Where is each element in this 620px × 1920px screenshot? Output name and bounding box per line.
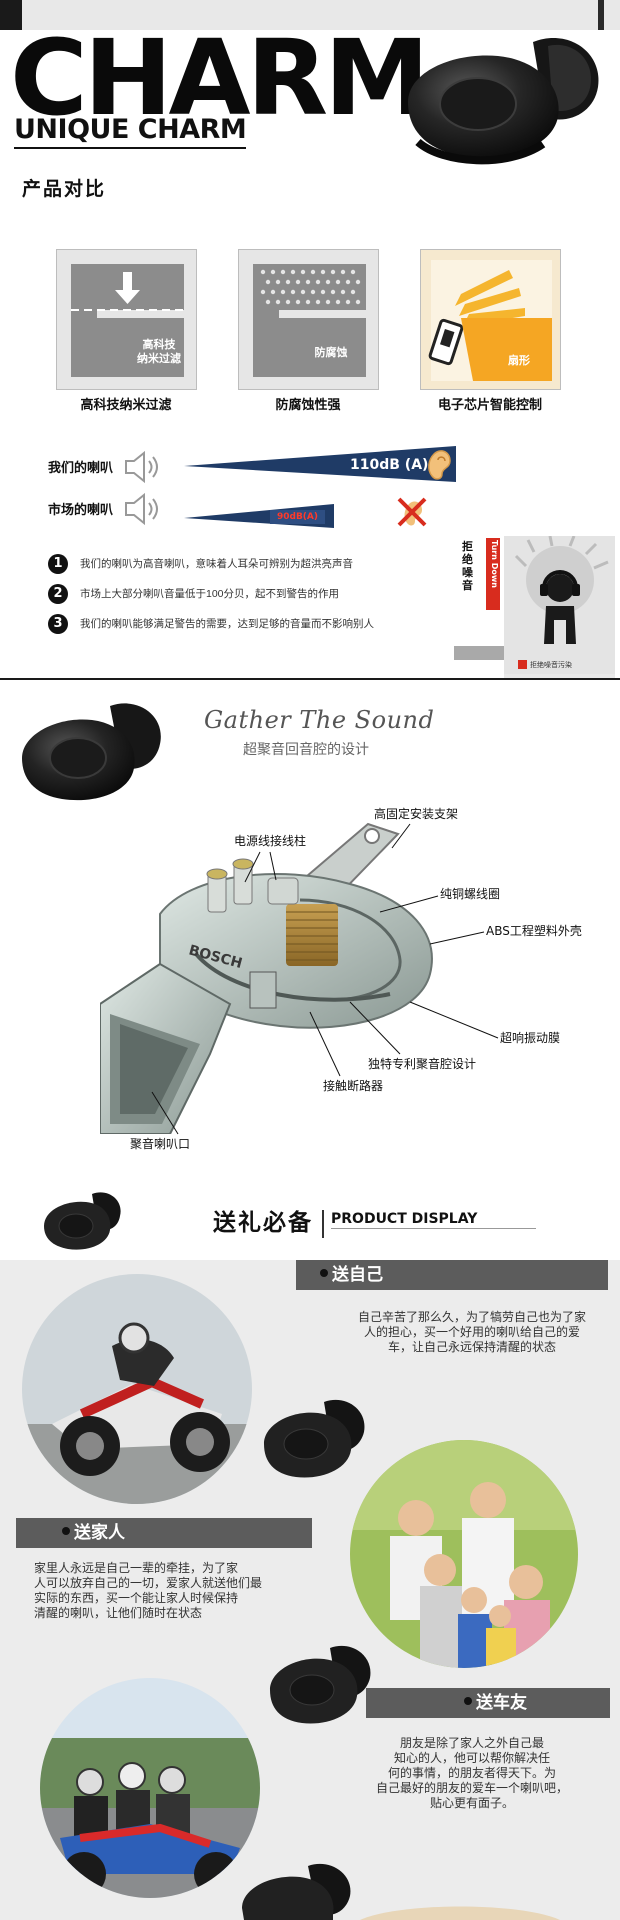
- callout-mouth: 聚音喇叭口: [130, 1137, 191, 1151]
- ear-icon: [428, 450, 451, 480]
- banner-for-self-label: 送自己: [332, 1265, 383, 1285]
- turn-down-red-strip: [486, 538, 500, 610]
- for-friend-line-4: 自己最好的朋友的爱车一个喇叭吧，: [375, 1781, 568, 1795]
- unique-charm-subtitle: UNIQUE CHARM: [14, 114, 247, 145]
- riders-photo: [40, 1678, 260, 1898]
- noise-rejection-image: 拒绝噪音污染: [504, 536, 615, 678]
- for-friend-line-1: 朋友是除了家人之外自己最: [399, 1736, 544, 1750]
- speaker-icon-ours: [125, 450, 158, 484]
- filter-icon: [57, 250, 196, 389]
- for-friend-line-5: 贴心更有面子。: [429, 1796, 514, 1810]
- gift-display-section: 送礼必备 PRODUCT DISPLAY 送自己 自己辛苦了那么久，为了犒劳自己…: [0, 1182, 620, 1920]
- feature-card-chip: 扇形: [420, 249, 561, 390]
- top-bar: [0, 0, 620, 30]
- horn-display-image-1: [264, 1399, 365, 1478]
- for-self-paragraph: 自己辛苦了那么久，为了犒劳自己也为了家 人的担心，买一个好用的喇叭给自己的爱 车…: [330, 1310, 614, 1355]
- bullet-dot: [320, 1269, 328, 1277]
- grey-strip: [454, 646, 504, 660]
- callout-terminal: 电源线接线柱: [234, 834, 307, 848]
- gift-section-title: 送礼必备: [213, 1210, 313, 1236]
- motorcycle-rider-image: [22, 1274, 252, 1504]
- gather-sound-subheading: 超聚音回音腔的设计: [243, 741, 369, 757]
- callout-coil: 纯铜螺线圈: [440, 887, 501, 901]
- speaker-icon-market: [125, 492, 158, 526]
- product-comparison-section: CHARM UNIQUE CHARM 产品对比 高科技 纳米过滤 高科技纳米过滤: [0, 0, 620, 680]
- motorcycle-photo: [22, 1274, 252, 1504]
- for-family-paragraph: 家里人永远是自己一辈的牵挂，为了家 人可以放弃自己的一切，爱家人就送他们最 实际…: [34, 1561, 324, 1621]
- horn-display-image-2: [270, 1645, 371, 1724]
- callout-bracket: 高固定安装支架: [374, 807, 459, 821]
- gather-sound-section: Gather The Sound 超聚音回音腔的设计: [0, 682, 620, 1182]
- feature-caption-3: 电子芯片智能控制: [437, 398, 542, 413]
- for-self-line-2: 人的担心，买一个好用的喇叭给自己的爱: [363, 1325, 580, 1339]
- bullet-number-1: 1: [48, 554, 68, 574]
- bullet-dot: [464, 1697, 472, 1705]
- banner-for-friend-label: 送车友: [476, 1693, 527, 1713]
- horn-mini-image: [44, 1192, 121, 1250]
- market-horn-label: 市场的喇叭: [48, 503, 114, 518]
- horn-display-image-3: [242, 1863, 351, 1920]
- for-family-line-1: 家里人永远是自己一辈的牵挂，为了家: [34, 1561, 239, 1575]
- feature-caption-1: 高科技纳米过滤: [80, 398, 172, 413]
- section-divider: [0, 678, 620, 680]
- feature-card-anticorrosion: 防腐蚀: [238, 249, 379, 390]
- reject-noise-vertical: 拒绝噪音: [462, 540, 473, 592]
- bullet-number-2: 2: [48, 584, 68, 604]
- charm-title: CHARM: [10, 17, 430, 139]
- for-friend-line-2: 知心的人，他可以帮你解决任: [393, 1751, 550, 1765]
- for-family-line-2: 人可以放弃自己的一切，爱家人就送他们最: [34, 1576, 263, 1590]
- callout-diaphragm: 超响振动膜: [500, 1031, 561, 1045]
- bullet-number-3: 3: [48, 614, 68, 634]
- for-family-line-4: 清醒的喇叭，让他们随时在状态: [34, 1606, 203, 1620]
- product-comparison-label: 产品对比: [22, 178, 107, 200]
- bullet-text-1: 我们的喇叭为高音喇叭，意味着人耳朵可辨别为超洪亮声音: [80, 558, 353, 570]
- db-value-ours: 110dB (A): [350, 457, 429, 473]
- horn-cutaway-diagram: BOSCH: [100, 822, 433, 1134]
- family-group-image: [350, 1440, 578, 1668]
- horn-product-image: [408, 37, 599, 165]
- noise-panel-footer: 拒绝噪音污染: [530, 662, 572, 669]
- bullet-dot: [62, 1527, 70, 1535]
- feature-overlay-3: 扇形: [508, 354, 530, 367]
- for-self-line-1: 自己辛苦了那么久，为了犒劳自己也为了家: [357, 1310, 586, 1324]
- motorcycle-group-image: [40, 1678, 260, 1898]
- for-friend-paragraph: 朋友是除了家人之外自己最 知心的人，他可以帮你解决任 何的事情，的朋友者得天下。…: [330, 1736, 614, 1811]
- title-underline: [331, 1228, 536, 1229]
- product-display-title: PRODUCT DISPLAY: [331, 1211, 478, 1227]
- no-sound-ear-icon: [397, 497, 427, 527]
- gather-sound-heading: Gather The Sound: [204, 706, 435, 734]
- turn-down-text: Turn Down: [490, 540, 499, 588]
- banner-for-friend: 送车友: [366, 1688, 610, 1718]
- banner-for-family: 送家人: [16, 1518, 312, 1548]
- our-horn-label: 我们的喇叭: [48, 461, 114, 476]
- for-self-line-3: 车，让自己永远保持清醒的状态: [387, 1340, 556, 1354]
- for-family-line-3: 实际的东西，买一个能让家人时候保持: [34, 1591, 239, 1605]
- feature-caption-2: 防腐蚀性强: [275, 398, 341, 413]
- anticorrosion-icon: [239, 250, 378, 389]
- banner-for-family-label: 送家人: [74, 1523, 125, 1543]
- callout-breaker: 接触断路器: [323, 1079, 384, 1093]
- family-photo: [350, 1440, 578, 1668]
- signal-fan-icon: [421, 250, 560, 389]
- banner-for-self: 送自己: [296, 1260, 608, 1290]
- horn-small-image: [22, 703, 161, 801]
- bullet-text-3: 我们的喇叭能够满足警告的需要，达到足够的音量而不影响别人: [80, 618, 374, 630]
- headphone-person-image: [504, 536, 615, 674]
- callout-cavity: 独特专利聚音腔设计: [368, 1057, 477, 1071]
- subtitle-underline: [14, 147, 246, 149]
- callout-leader-lines: [151, 823, 499, 1135]
- bullet-text-2: 市场上大部分喇叭音量低于100分贝，起不到警告的作用: [80, 588, 340, 600]
- feature-overlay-1: 高科技 纳米过滤: [137, 338, 181, 365]
- title-separator: [322, 1210, 324, 1238]
- db-bar-ours: [184, 446, 456, 482]
- callout-shell: ABS工程塑料外壳: [486, 924, 582, 938]
- for-friend-line-3: 何的事情，的朋友者得天下。为: [387, 1766, 556, 1780]
- feature-card-filter: 高科技 纳米过滤: [56, 249, 197, 390]
- feature-overlay-2: 防腐蚀: [314, 346, 348, 359]
- db-value-market: 90dB(A): [270, 510, 325, 524]
- next-photo-edge: [360, 1906, 560, 1920]
